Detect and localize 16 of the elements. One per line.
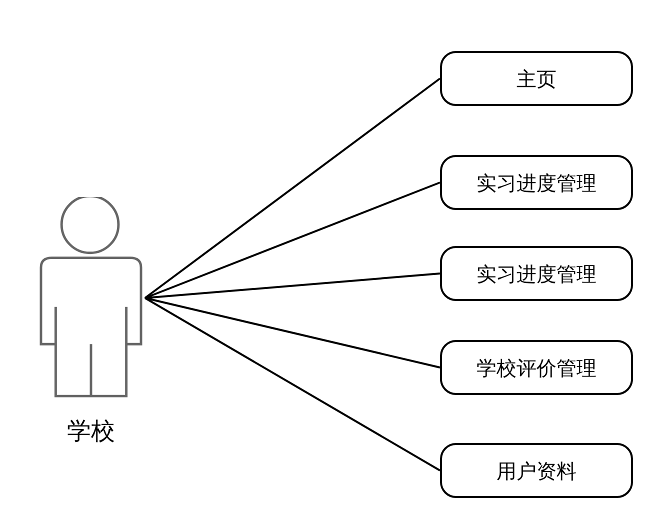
association-line [144, 78, 441, 299]
actor-label: 学校 [67, 416, 115, 447]
use-case-box [440, 340, 633, 395]
use-case-box [440, 51, 633, 106]
use-case-label: 实习进度管理 [476, 260, 596, 288]
use-case-box [440, 443, 633, 498]
use-case-label: 用户资料 [496, 458, 576, 484]
use-case-label: 学校评价管理 [476, 354, 596, 382]
use-case-label: 实习进度管理 [476, 170, 596, 196]
use-case-label: 主页 [516, 66, 556, 92]
use-case-box [440, 246, 633, 301]
association-line [144, 182, 440, 299]
association-line [144, 297, 440, 368]
association-line [144, 272, 440, 299]
association-line [144, 297, 440, 472]
use-case-box [440, 155, 633, 210]
